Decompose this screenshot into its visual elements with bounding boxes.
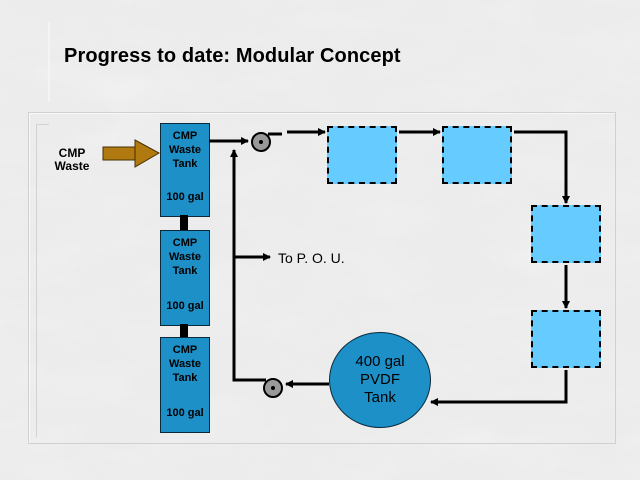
pump-icon <box>256 378 283 398</box>
tank-label-line: Waste <box>169 144 201 156</box>
cmp-waste-tank-3: CMP Waste Tank 100 gal <box>160 337 210 433</box>
pvdf-tank-label-line: PVDF <box>359 371 400 388</box>
flow-arrow <box>514 130 570 204</box>
pvdf-tank-label-line: 400 gal <box>355 353 405 370</box>
tank-label-line: CMP <box>172 344 198 356</box>
cmp-waste-label-line: CMP <box>58 146 86 160</box>
tank-label-line: Tank <box>172 158 198 170</box>
tank-label-line: Tank <box>172 265 198 277</box>
process-module-1 <box>327 126 397 184</box>
pvdf-tank: 400 gal PVDF Tank <box>329 332 431 428</box>
page-title: Progress to date: Modular Concept <box>64 45 401 67</box>
process-module-3 <box>531 205 601 263</box>
pvdf-tank-label-line: Tank <box>364 389 396 406</box>
process-module-2 <box>442 126 512 184</box>
tank-label-line: Tank <box>172 372 198 384</box>
tank-connector <box>180 324 188 337</box>
tank-volume: 100 gal <box>166 300 204 312</box>
return-line <box>230 149 256 382</box>
tank-volume: 100 gal <box>166 191 204 203</box>
cmp-waste-label-line: Waste <box>54 159 90 173</box>
diagram-panel <box>28 112 616 444</box>
pump-icon <box>251 132 282 152</box>
tank-connector <box>180 215 188 230</box>
cmp-waste-tank-1: CMP Waste Tank 100 gal <box>160 123 210 217</box>
tank-label-line: CMP <box>172 237 198 249</box>
process-module-4 <box>531 310 601 368</box>
panel-accent <box>36 124 49 437</box>
cmp-waste-label: CMP Waste <box>50 147 94 173</box>
cmp-waste-input-arrow <box>102 139 161 168</box>
tank-label-line: Waste <box>169 358 201 370</box>
to-pou-label: To P. O. U. <box>278 250 345 266</box>
tank-volume: 100 gal <box>166 407 204 419</box>
tank-label-line: Waste <box>169 251 201 263</box>
tank-label-line: CMP <box>172 130 198 142</box>
flow-arrow <box>430 370 568 406</box>
title-frame <box>48 22 610 102</box>
cmp-waste-tank-2: CMP Waste Tank 100 gal <box>160 230 210 326</box>
